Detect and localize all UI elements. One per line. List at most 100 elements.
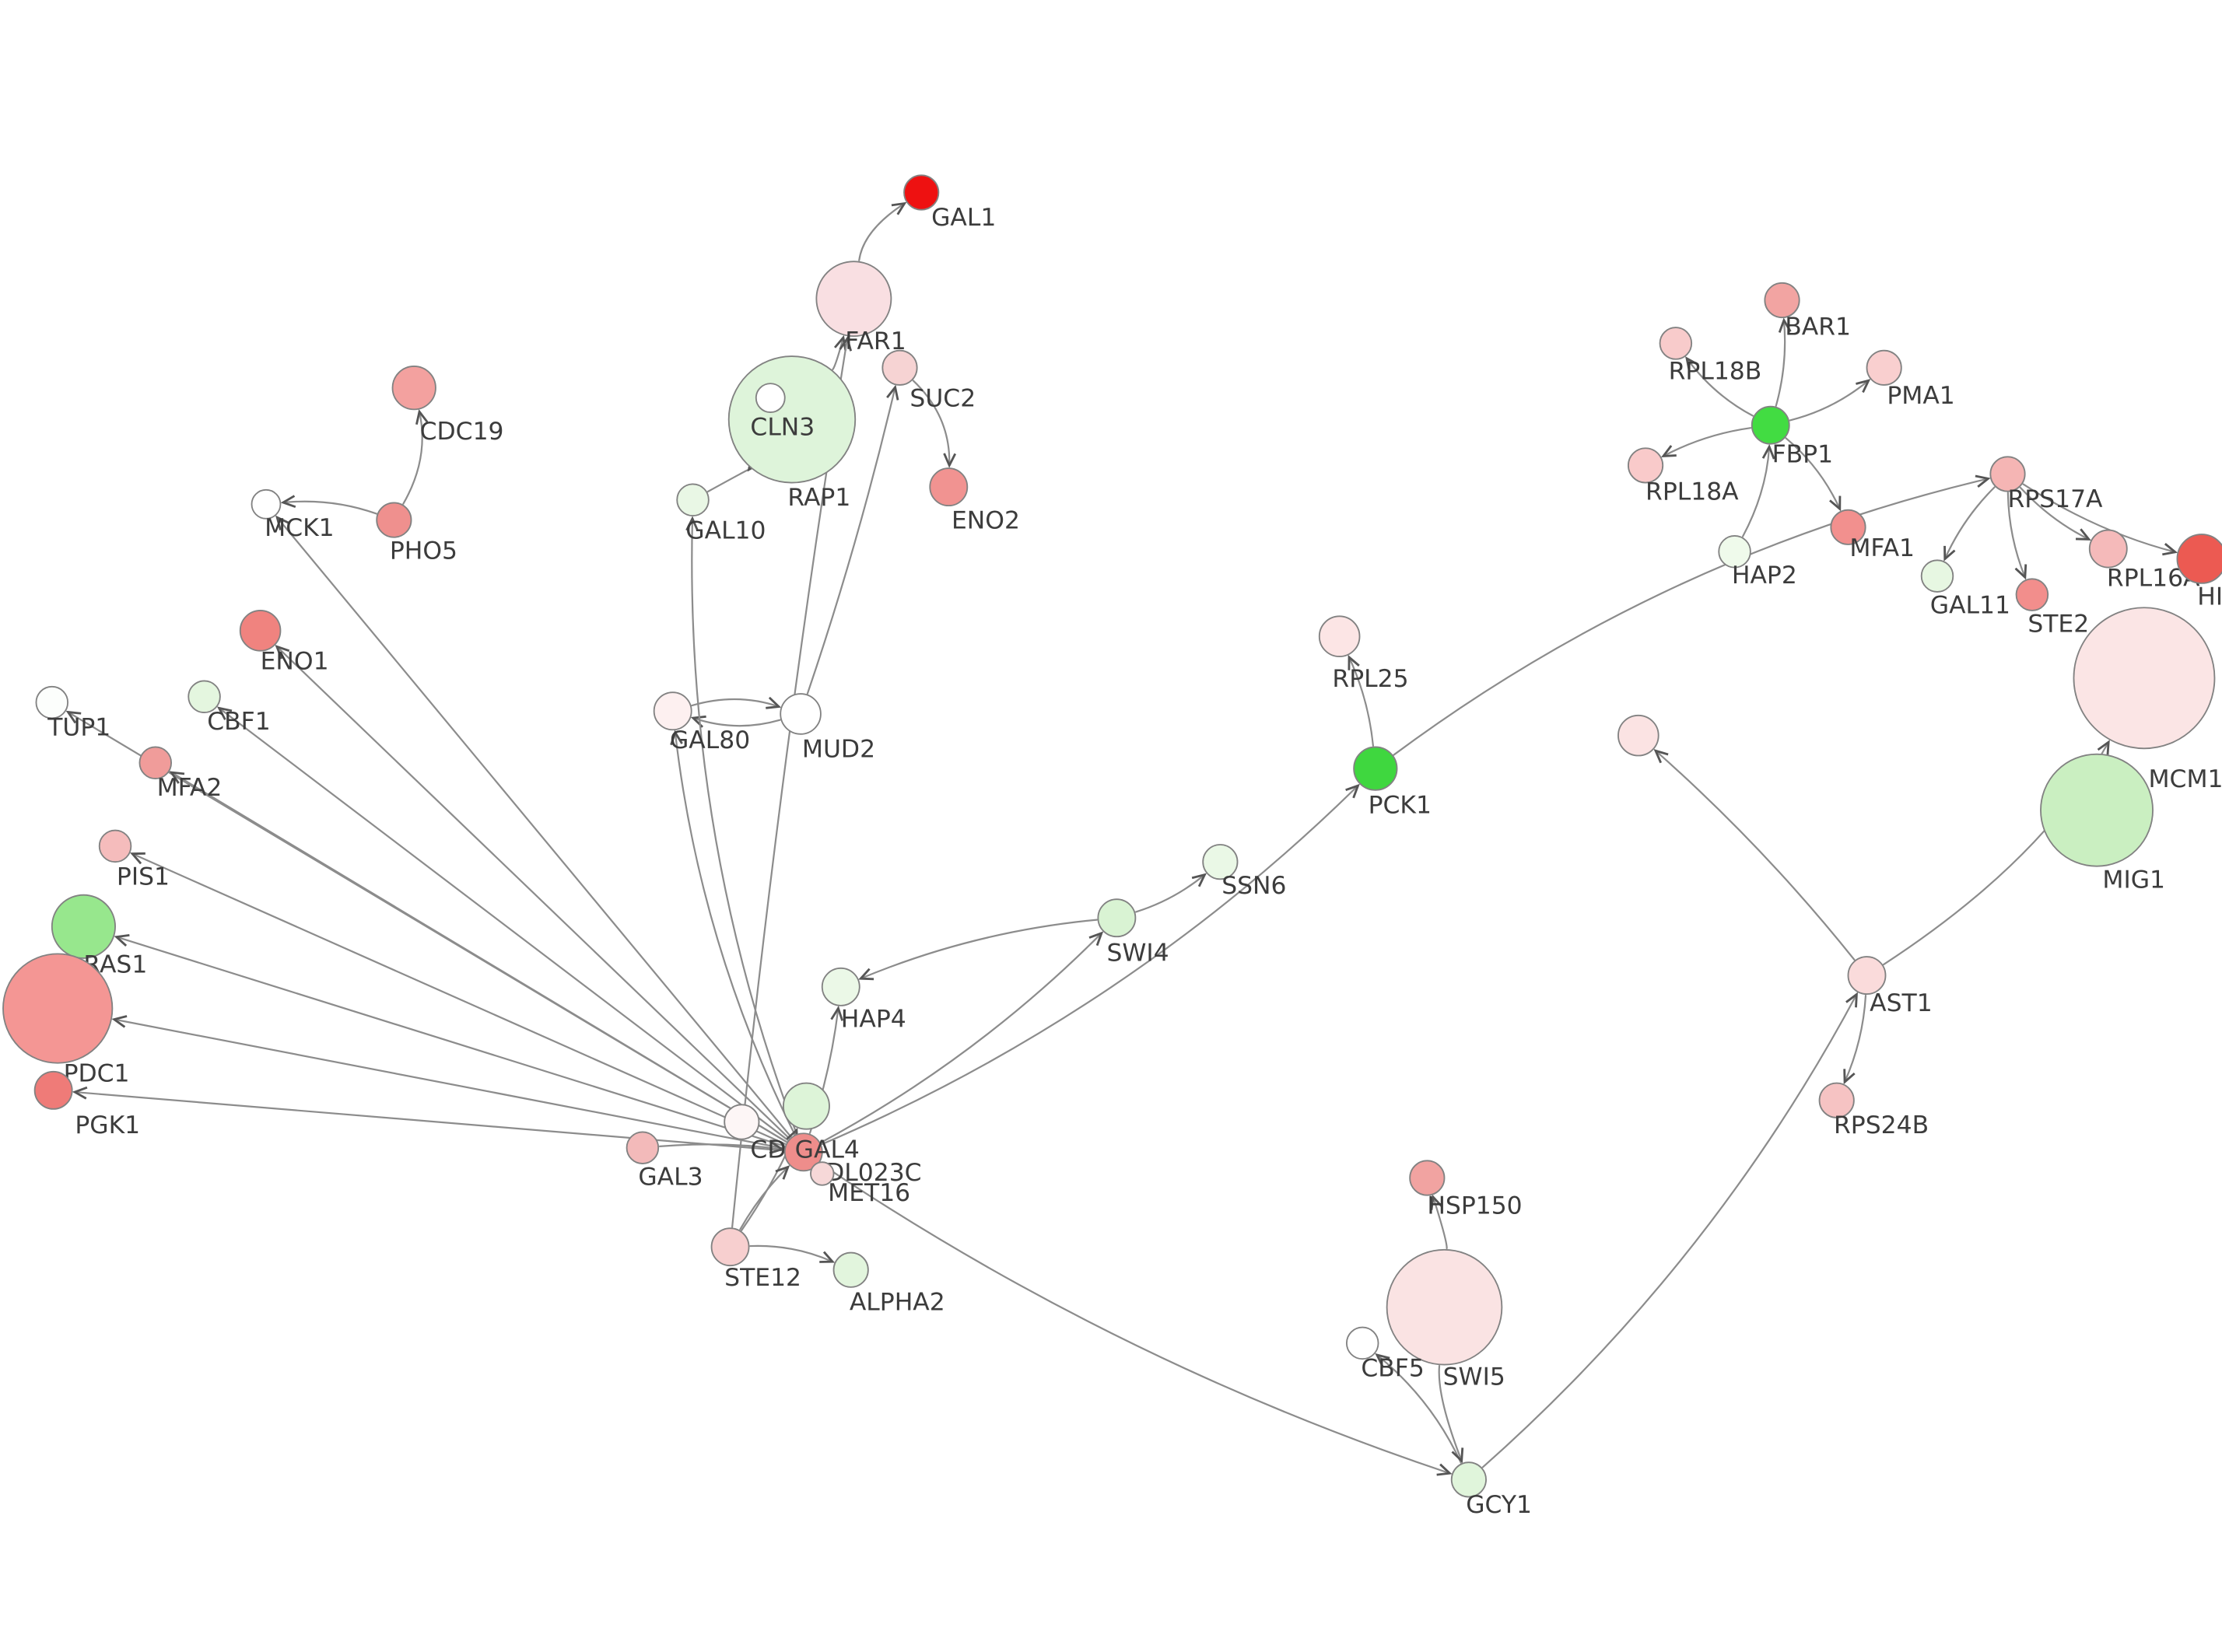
node-gal3[interactable] — [626, 1131, 660, 1164]
edge-fbp1-bar1[interactable] — [1775, 320, 1785, 407]
node-label-his4: HIS4 — [2197, 583, 2222, 611]
edge-far1-gal1[interactable] — [858, 204, 904, 261]
node-met16[interactable] — [810, 1161, 835, 1186]
node-ssn6[interactable] — [1202, 844, 1239, 880]
edge-gal4-mck1[interactable] — [277, 517, 792, 1138]
edge-cln3-far1[interactable] — [832, 338, 843, 370]
node-hap4[interactable] — [821, 967, 860, 1006]
node-pck1[interactable] — [1353, 746, 1398, 791]
node-gal4[interactable] — [783, 1132, 823, 1172]
edge-pck1-rps17a[interactable] — [1393, 478, 1988, 756]
edge-gal4-eno1[interactable] — [277, 646, 790, 1139]
edge-swi4-hap4[interactable] — [860, 919, 1098, 979]
edge-pck1-rpl25[interactable] — [1349, 657, 1374, 747]
node-swi4[interactable] — [1097, 898, 1137, 938]
edge-gal4-mfa2[interactable] — [171, 772, 787, 1143]
node-gal10[interactable] — [676, 483, 710, 516]
edge-suc2-eno2[interactable] — [912, 380, 949, 465]
edge-ast1-rps24b[interactable] — [1845, 994, 1867, 1082]
edge-swi5-gcy1[interactable] — [1438, 1364, 1462, 1461]
node-eno1[interactable] — [239, 610, 282, 652]
node-pdc1[interactable] — [2, 953, 114, 1064]
edge-gal4-ras1[interactable] — [117, 937, 786, 1147]
edge-fbp1-rpl18a[interactable] — [1663, 427, 1752, 456]
node-node_u[interactable] — [1617, 714, 1659, 757]
node-ras1[interactable] — [51, 894, 116, 959]
node-cdc19[interactable] — [391, 366, 436, 411]
edge-gal4-gcy1[interactable] — [819, 1162, 1449, 1474]
edge-hap2-fbp1[interactable] — [1741, 446, 1769, 537]
node-eno2[interactable] — [929, 467, 969, 507]
node-ste12[interactable] — [710, 1227, 750, 1267]
edge-ste12-alpha2[interactable] — [749, 1244, 832, 1262]
edge-gal4-cbf1[interactable] — [219, 708, 789, 1141]
edge-gal4-pgk1[interactable] — [75, 1092, 785, 1152]
edge-rps17a-gal11[interactable] — [1945, 486, 1996, 558]
node-gcy1[interactable] — [1450, 1461, 1487, 1498]
node-gal1[interactable] — [903, 174, 940, 211]
node-alpha2[interactable] — [832, 1251, 869, 1288]
edge-rps17a-rpl16a[interactable] — [2019, 486, 2089, 539]
node-rpl16a[interactable] — [2088, 529, 2128, 569]
edge-pho5-mck1[interactable] — [283, 502, 377, 515]
edge-pho5-cdc19[interactable] — [402, 411, 422, 505]
node-cdc6[interactable] — [724, 1104, 760, 1140]
edge-fbp1-mfa1[interactable] — [1785, 437, 1840, 509]
node-rpl18b[interactable] — [1659, 327, 1693, 360]
node-mck1[interactable] — [251, 488, 282, 520]
edge-mud2-gal80[interactable] — [693, 718, 781, 726]
node-mfa1[interactable] — [1830, 509, 1866, 545]
node-rps24b[interactable] — [1818, 1082, 1855, 1118]
node-rap1[interactable] — [755, 383, 786, 413]
node-far1[interactable] — [815, 261, 892, 338]
node-rps17a[interactable] — [1989, 456, 2026, 492]
edge-swi4-ssn6[interactable] — [1135, 875, 1204, 913]
node-ydl023c[interactable] — [782, 1082, 830, 1130]
node-mcm1[interactable] — [2073, 607, 2216, 750]
node-label-pdc1: PDC1 — [64, 1060, 130, 1088]
edge-fbp1-pma1[interactable] — [1789, 380, 1869, 422]
edge-rps17a-ste2[interactable] — [2006, 492, 2025, 578]
edge-gal80-mud2[interactable] — [691, 699, 779, 707]
node-pis1[interactable] — [98, 829, 132, 863]
node-mud2[interactable] — [780, 693, 822, 735]
node-suc2[interactable] — [881, 349, 918, 386]
edge-swi5-hsp150[interactable] — [1433, 1197, 1448, 1250]
node-pho5[interactable] — [376, 502, 412, 538]
node-cbf1[interactable] — [188, 680, 221, 714]
edge-gal4-gal80[interactable] — [675, 733, 796, 1136]
edge-gal4-swi4[interactable] — [820, 933, 1101, 1143]
node-mig1[interactable] — [2040, 753, 2154, 867]
node-ast1[interactable] — [1847, 956, 1887, 996]
node-tup1[interactable] — [35, 685, 69, 719]
edge-gcy1-ast1[interactable] — [1481, 994, 1857, 1468]
node-hsp150[interactable] — [1409, 1160, 1446, 1196]
node-gal80[interactable] — [653, 691, 692, 731]
node-cbf5[interactable] — [1345, 1326, 1379, 1360]
edge-gal4-pck1[interactable] — [821, 786, 1358, 1146]
node-gal11[interactable] — [1920, 559, 1954, 593]
edge-rps17a-his4[interactable] — [2022, 483, 2175, 552]
node-fbp1[interactable] — [1751, 405, 1790, 445]
node-rpl25[interactable] — [1318, 615, 1361, 657]
node-ste2[interactable] — [2015, 578, 2049, 611]
node-pgk1[interactable] — [33, 1070, 73, 1110]
edge-ast1-node_u[interactable] — [1656, 751, 1856, 961]
node-hap2[interactable] — [1718, 534, 1751, 569]
edge-gal3-gal4[interactable] — [658, 1144, 782, 1149]
edge-gal10-cln3[interactable] — [706, 470, 749, 493]
node-rpl18a[interactable] — [1627, 447, 1664, 484]
node-pma1[interactable] — [1866, 349, 1902, 386]
edge-gal4-gal10[interactable] — [692, 519, 797, 1135]
node-bar1[interactable] — [1764, 282, 1800, 319]
edge-mud2-suc2[interactable] — [806, 387, 895, 695]
edge-gal4-pdc1[interactable] — [114, 1020, 785, 1150]
node-mfa2[interactable] — [138, 746, 173, 779]
edge-gal4-pis1[interactable] — [132, 854, 787, 1145]
edge-ste12-gal4[interactable] — [739, 1167, 788, 1230]
edge-fbp1-rpl18b[interactable] — [1687, 359, 1754, 417]
node-his4[interactable] — [2176, 534, 2222, 584]
node-swi5[interactable] — [1386, 1248, 1503, 1366]
